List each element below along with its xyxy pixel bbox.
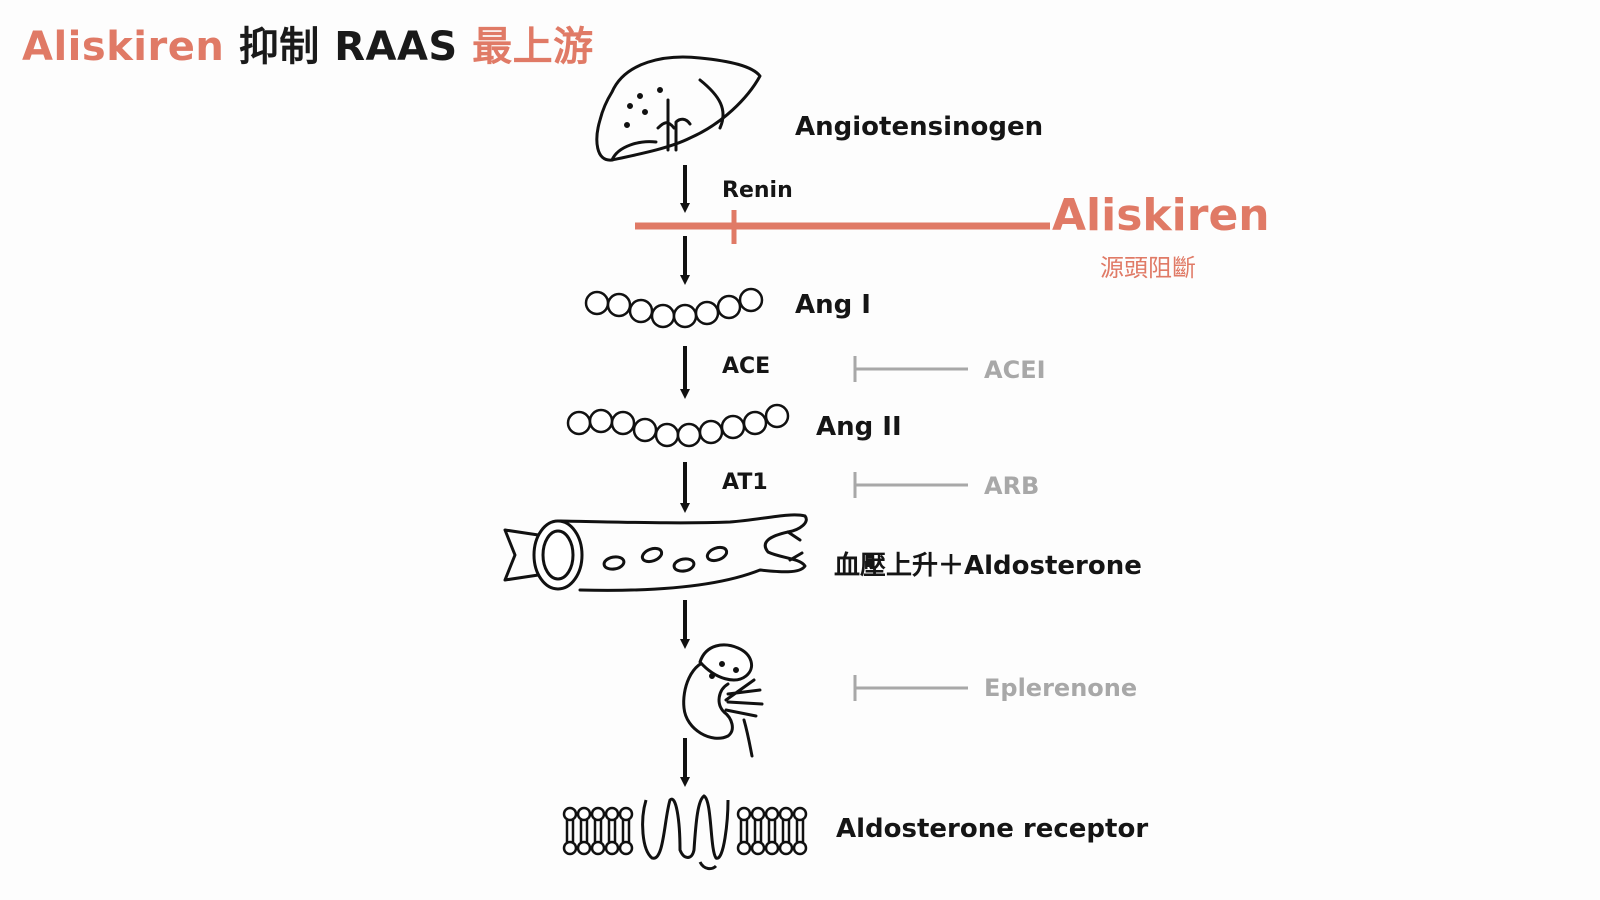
title-action: 抑制 RAAS (238, 24, 458, 70)
label-angiotensinogen: Angiotensinogen (795, 112, 1044, 142)
eplerenone-inhibition-line (853, 675, 968, 701)
label-renin: Renin (722, 178, 793, 203)
page-title: Aliskiren 抑制 RAAS 最上游 (22, 14, 594, 72)
arb-inhibition-line (853, 472, 968, 498)
aliskiren-inhibition-line (635, 210, 1050, 244)
membrane-receptor-icon (562, 794, 808, 871)
label-receptor: Aldosterone receptor (836, 814, 1149, 844)
label-arb: ARB (984, 472, 1040, 500)
label-aliskiren-sub: 源頭阻斷 (1100, 254, 1196, 282)
title-highlight: 最上游 (472, 24, 594, 70)
acei-inhibition-line (853, 356, 968, 382)
label-eplerenone: Eplerenone (984, 674, 1138, 702)
label-aliskiren: Aliskiren (1052, 190, 1270, 241)
label-acei: ACEI (984, 356, 1046, 384)
label-effect: 血壓上升＋Aldosterone (834, 551, 1142, 581)
label-ang1: Ang I (795, 290, 871, 320)
title-drug: Aliskiren (22, 24, 225, 70)
label-ace: ACE (722, 354, 771, 379)
label-at1: AT1 (722, 470, 768, 495)
kidney-adrenal-icon (682, 643, 764, 758)
peptide-chain-icon (584, 287, 764, 329)
liver-icon (595, 55, 762, 162)
label-ang2: Ang II (816, 412, 902, 442)
peptide-chain-icon (566, 403, 790, 448)
blood-vessel-icon (503, 513, 808, 592)
